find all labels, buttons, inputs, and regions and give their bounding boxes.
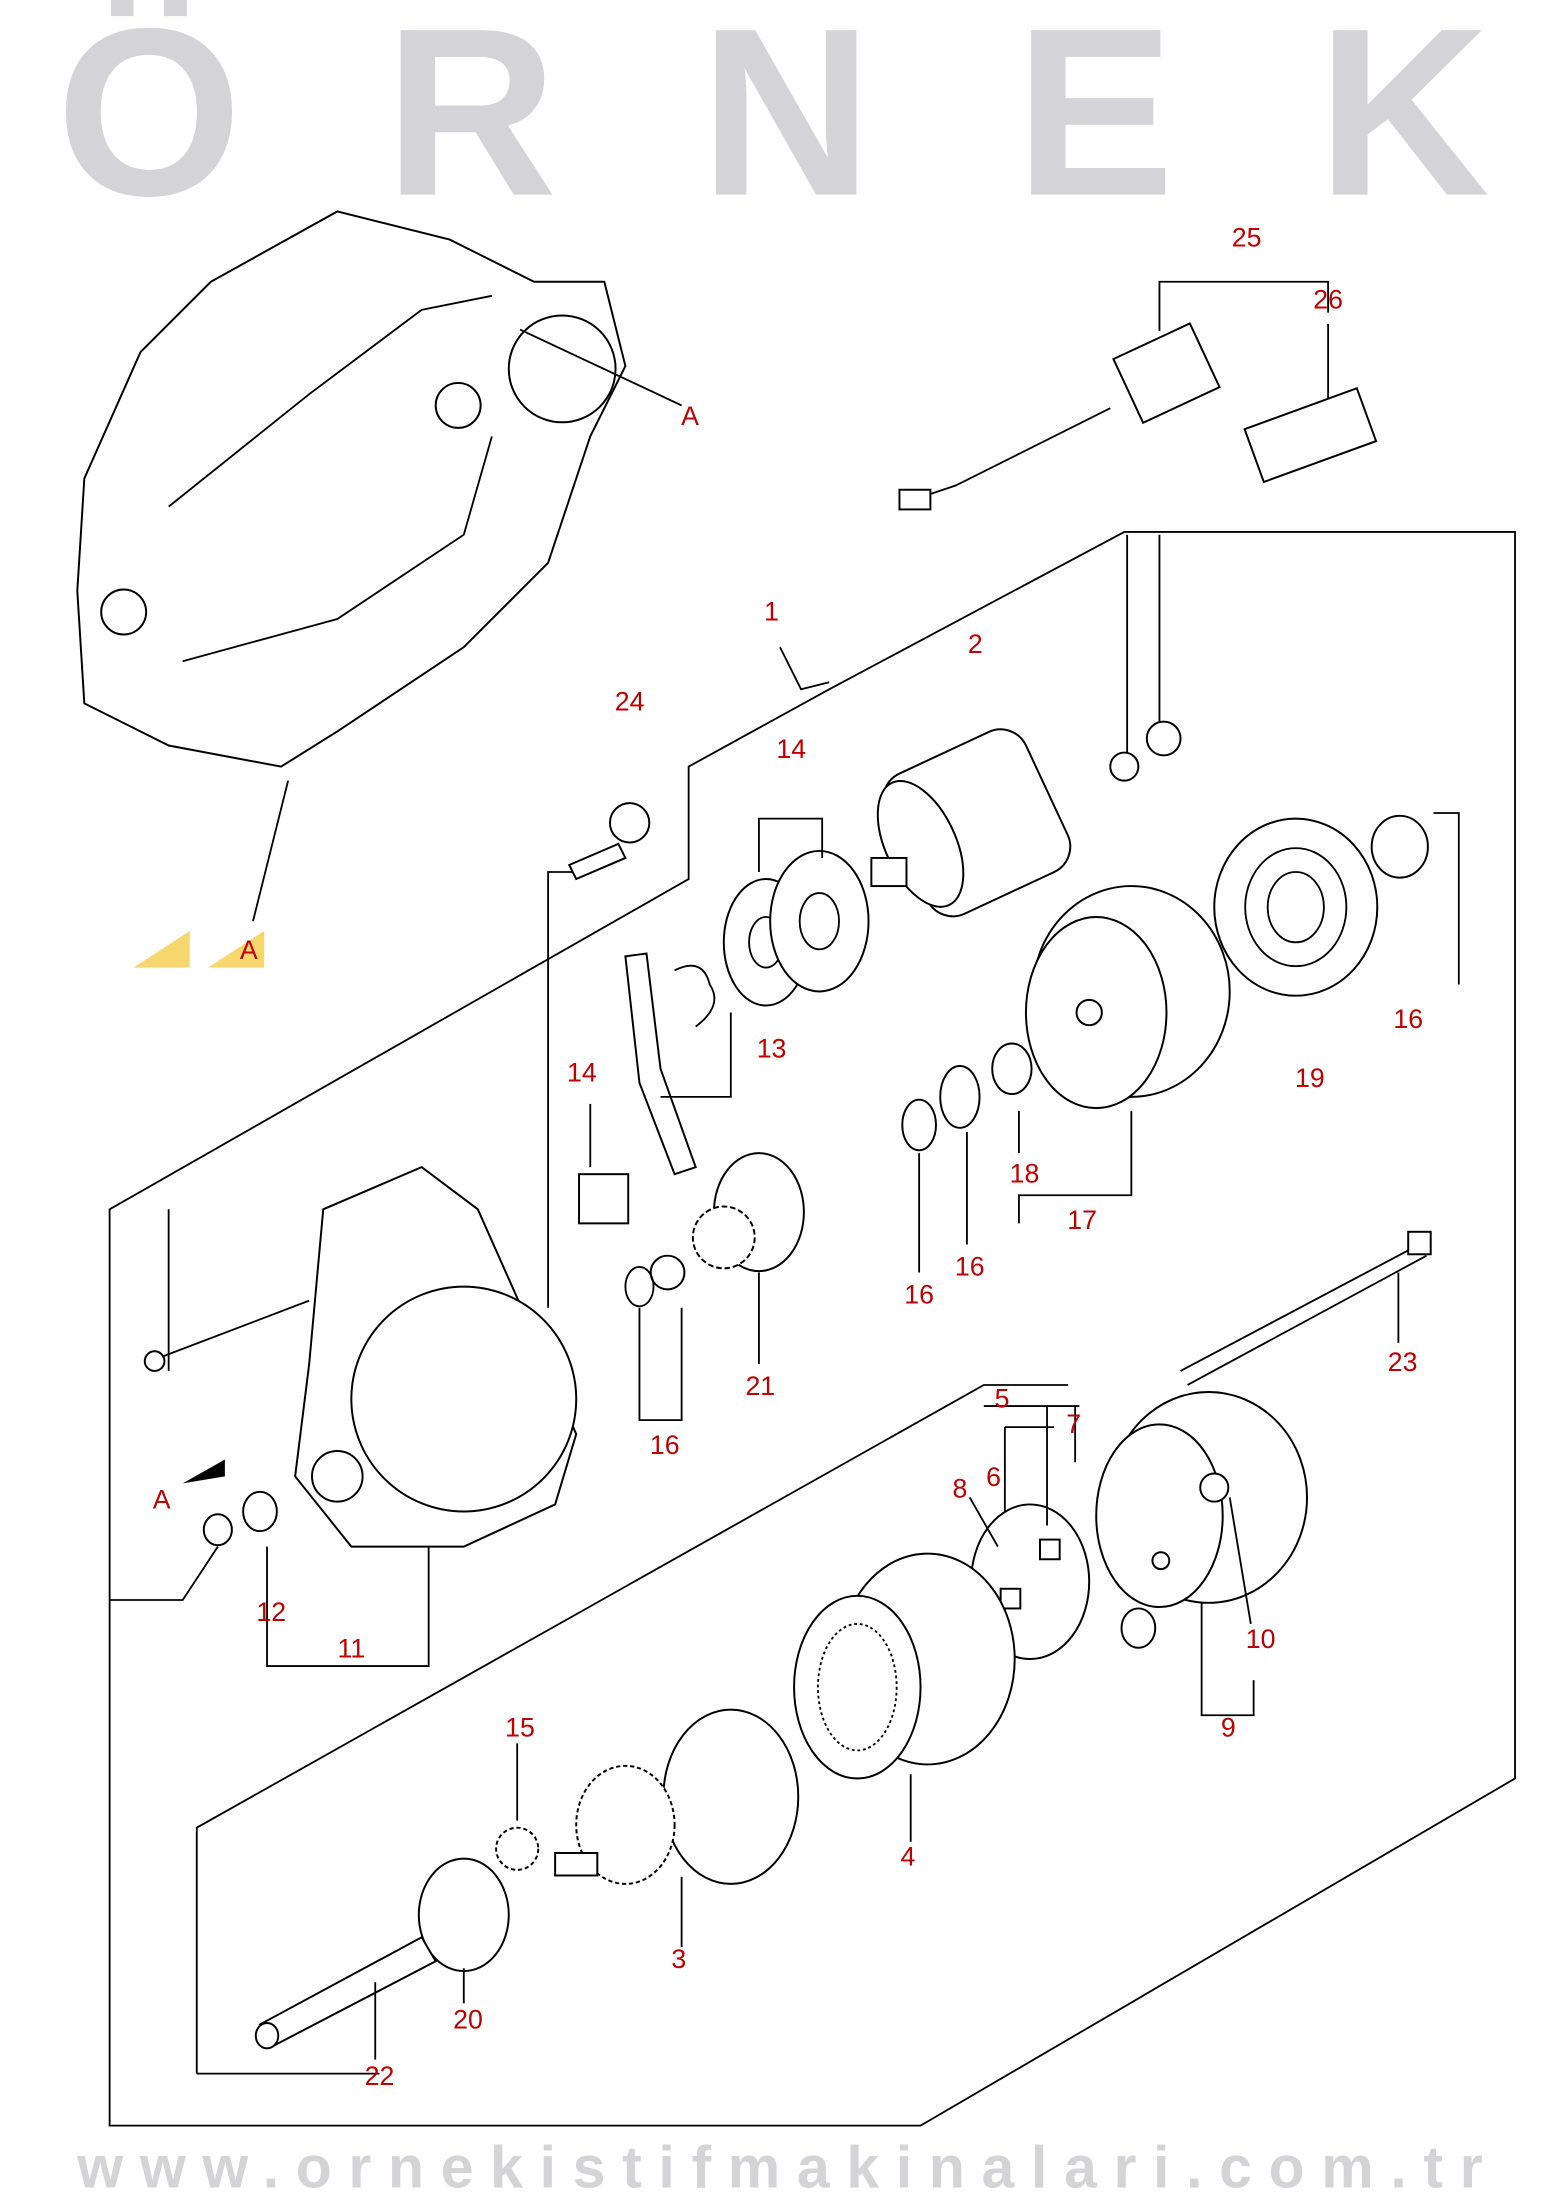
callout-16: 16 [650, 1430, 680, 1460]
end-cover [1095, 1391, 1309, 1717]
watermark-url: www.ornekistifmakinalari.com.tr [76, 2134, 1482, 2200]
yoke-housing [1024, 885, 1231, 1110]
armature [554, 1708, 800, 1948]
callout-a-top: A [681, 401, 699, 431]
callout-22: 22 [365, 2061, 395, 2091]
callout-labels: 25 26 A 1 2 24 14 16 19 13 14 18 17 16 1… [153, 223, 1423, 2091]
arrow-view-a [252, 780, 289, 922]
callout-11: 11 [337, 1634, 365, 1664]
leader [1433, 812, 1460, 985]
solenoid [870, 534, 1182, 918]
pinion-shaft [254, 1857, 510, 2060]
snap-ring [901, 1098, 937, 1152]
shift-lever [624, 952, 697, 1176]
watermark-logo-mark [133, 931, 190, 968]
watermark-logo-mark [208, 931, 265, 968]
callout-25: 25 [1232, 223, 1262, 253]
through-bolt [1180, 1230, 1432, 1386]
callout-12: 12 [256, 1597, 286, 1627]
callout-26: 26 [1313, 284, 1343, 314]
flywheel-housing [76, 210, 683, 768]
callout-18: 18 [1010, 1159, 1040, 1189]
callout-2: 2 [968, 629, 983, 659]
callout-10: 10 [1246, 1624, 1276, 1654]
callout-23: 23 [1388, 1347, 1418, 1377]
callout-19: 19 [1295, 1063, 1325, 1093]
callout-3: 3 [671, 1944, 686, 1974]
callout-14: 14 [776, 734, 806, 764]
callout-7: 7 [1066, 1409, 1081, 1439]
callout-8: 8 [952, 1473, 967, 1503]
bearing-gear [1213, 817, 1379, 997]
gasket-plates [722, 817, 870, 1007]
callout-20: 20 [453, 2005, 483, 2035]
lever-spring [660, 964, 732, 1098]
wiring-harness [898, 280, 1378, 511]
callout-21: 21 [745, 1371, 775, 1401]
callout-16: 16 [1393, 1004, 1423, 1034]
watermark-brand: ÖRNEK [56, 0, 1490, 246]
drive-end-housing [143, 802, 651, 1667]
callout-16: 16 [904, 1279, 934, 1309]
callout-a-arrow: A [240, 935, 258, 965]
bushing [991, 1042, 1033, 1096]
callout-17: 17 [1067, 1205, 1097, 1235]
callout-15: 15 [505, 1712, 535, 1742]
leaders [918, 1110, 1133, 1273]
callout-13: 13 [757, 1034, 787, 1064]
brush-block [578, 1173, 630, 1225]
sub-boundary [195, 1384, 1069, 2075]
callout-a-left: A [153, 1485, 171, 1515]
pinion-clutch [624, 1152, 805, 1422]
washer [1370, 814, 1429, 879]
callout-14: 14 [567, 1057, 597, 1087]
assembly-boundary [108, 530, 1516, 2127]
callout-1: 1 [764, 596, 779, 626]
callout-9: 9 [1221, 1712, 1236, 1742]
callout-24: 24 [615, 686, 645, 716]
callout-16: 16 [955, 1251, 985, 1281]
callout-5: 5 [995, 1383, 1010, 1413]
planet-gear [495, 1826, 540, 1871]
callout-6: 6 [986, 1462, 1001, 1492]
callout-1-pointer [779, 646, 830, 691]
field-coil-yoke [793, 1552, 1016, 1842]
washer [939, 1064, 981, 1129]
callout-4: 4 [900, 1842, 915, 1872]
